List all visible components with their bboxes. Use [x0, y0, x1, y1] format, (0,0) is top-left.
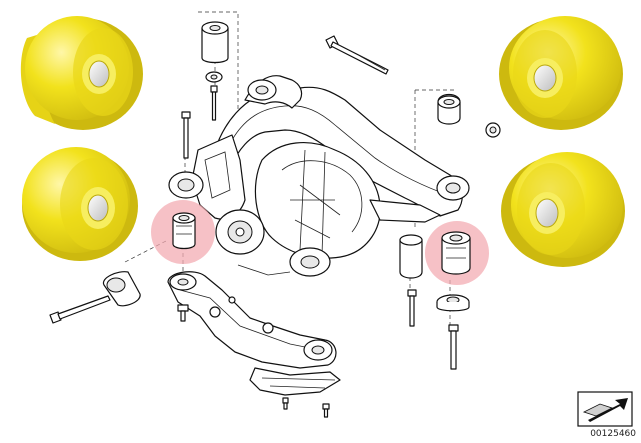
rear-subframe	[168, 75, 470, 277]
bushing-sleeve-left	[201, 21, 229, 121]
mount-bolt-long	[325, 35, 389, 75]
orientation-arrow-icon	[577, 391, 633, 427]
washer	[399, 234, 470, 312]
bushing-sleeve-right	[437, 93, 501, 138]
poly-bushing-mid-right	[501, 152, 625, 267]
poly-bushing-mid-left	[22, 147, 138, 261]
trailing-arm-bolt	[49, 271, 141, 324]
trailing-arm	[167, 271, 337, 369]
subframe-bushing-right	[441, 231, 471, 275]
subframe-bushing-left	[172, 212, 196, 250]
poly-bushing-top-left	[20, 16, 143, 130]
heat-shield	[249, 367, 341, 418]
part-number-label: 00125460	[590, 429, 636, 439]
poly-bushing-top-right	[499, 16, 623, 130]
mount-bolt-left	[181, 111, 191, 159]
mount-bolt-right	[407, 289, 459, 370]
